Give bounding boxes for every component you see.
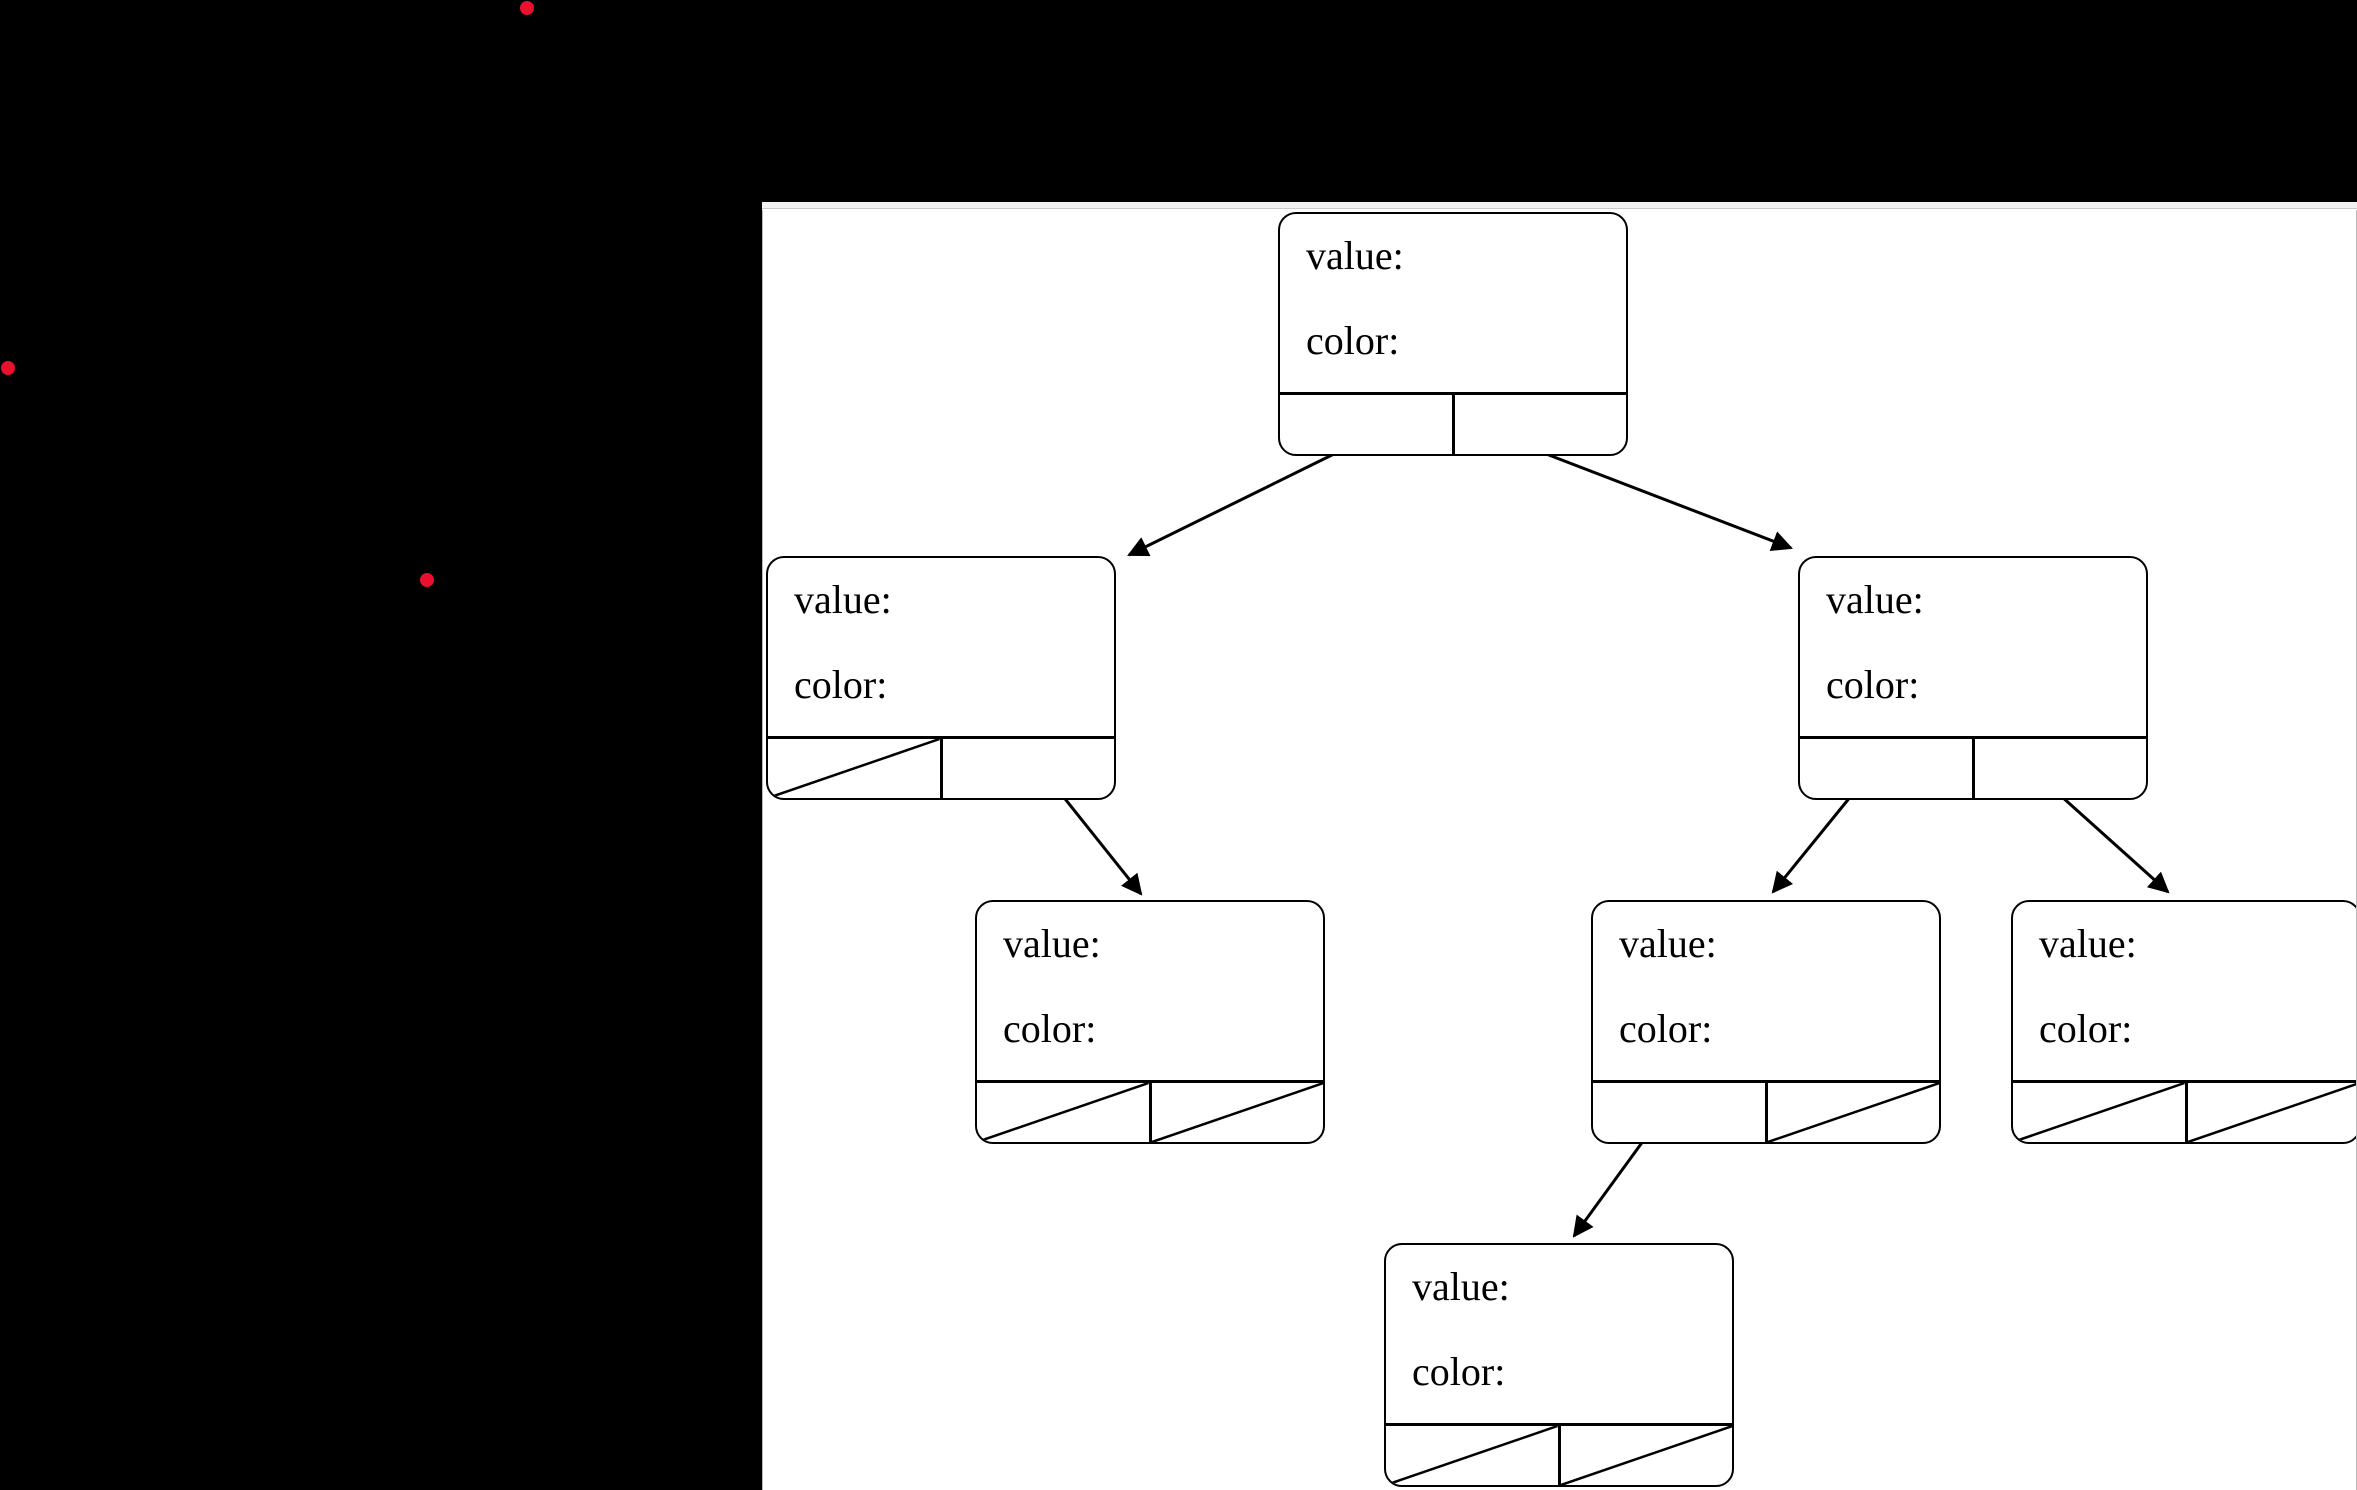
node-fields: value: color:	[1386, 1245, 1732, 1427]
node-pointer-row	[768, 736, 1114, 798]
node-pointer-right-null[interactable]	[1148, 1083, 1324, 1142]
node-pointer-left-null[interactable]	[1386, 1426, 1558, 1485]
tree-node-root[interactable]: value: color:	[1278, 212, 1628, 456]
marker-dot-middle	[420, 573, 434, 587]
node-pointer-left-null[interactable]	[977, 1083, 1149, 1142]
node-pointer-row	[977, 1080, 1323, 1142]
marker-dot-top	[520, 1, 534, 15]
tree-node-left[interactable]: value: color:	[766, 556, 1116, 800]
null-pointer-slash-icon	[977, 1083, 1149, 1142]
node-value-label: value:	[1306, 233, 1404, 278]
tree-node-left-right[interactable]: value: color:	[975, 900, 1325, 1144]
edge-right-left	[1771, 795, 1853, 894]
node-pointer-row	[1280, 392, 1626, 454]
node-pointer-right-null[interactable]	[1557, 1426, 1733, 1485]
node-color-label: color:	[1412, 1349, 1506, 1394]
node-value-label: value:	[1412, 1264, 1510, 1309]
node-fields: value: color:	[1280, 214, 1626, 396]
panel-titlebar	[762, 202, 2357, 209]
node-value-label: value:	[1003, 921, 1101, 966]
node-pointer-row	[2013, 1080, 2357, 1142]
node-fields: value: color:	[977, 902, 1323, 1084]
node-color-label: color:	[1619, 1006, 1713, 1051]
node-pointer-right-link[interactable]	[939, 739, 1115, 798]
node-value-label: value:	[1826, 577, 1924, 622]
tree-node-right[interactable]: value: color:	[1798, 556, 2148, 800]
node-value-label: value:	[794, 577, 892, 622]
node-value-label: value:	[2039, 921, 2137, 966]
node-pointer-left-link[interactable]	[1593, 1083, 1765, 1142]
node-pointer-left-link[interactable]	[1280, 395, 1452, 454]
node-pointer-right-link[interactable]	[1451, 395, 1627, 454]
marker-dot-left	[1, 361, 15, 375]
edge-right-right	[2059, 794, 2170, 894]
node-color-label: color:	[794, 662, 888, 707]
node-pointer-row	[1800, 736, 2146, 798]
node-fields: value: color:	[1800, 558, 2146, 740]
node-pointer-row	[1593, 1080, 1939, 1142]
tree-node-right-right[interactable]: value: color:	[2011, 900, 2357, 1144]
tree-node-deep[interactable]: value: color:	[1384, 1243, 1734, 1487]
edge-root-right	[1540, 450, 1793, 552]
node-color-label: color:	[1306, 318, 1400, 363]
null-pointer-slash-icon	[2188, 1083, 2357, 1142]
null-pointer-slash-icon	[1768, 1083, 1940, 1142]
node-pointer-right-link[interactable]	[1971, 739, 2147, 798]
node-fields: value: color:	[1593, 902, 1939, 1084]
panel-body: value:color:value:color:value:color:valu…	[762, 210, 2357, 1490]
node-color-label: color:	[1826, 662, 1920, 707]
node-pointer-row	[1386, 1423, 1732, 1485]
node-color-label: color:	[2039, 1006, 2133, 1051]
null-pointer-slash-icon	[1561, 1426, 1733, 1485]
node-pointer-left-null[interactable]	[768, 739, 940, 798]
node-color-label: color:	[1003, 1006, 1097, 1051]
null-pointer-slash-icon	[2013, 1083, 2185, 1142]
node-pointer-left-null[interactable]	[2013, 1083, 2185, 1142]
null-pointer-slash-icon	[768, 739, 940, 798]
node-value-label: value:	[1619, 921, 1717, 966]
document-panel[interactable]: value:color:value:color:value:color:valu…	[762, 202, 2357, 1490]
node-pointer-right-null[interactable]	[2184, 1083, 2357, 1142]
node-pointer-right-null[interactable]	[1764, 1083, 1940, 1142]
node-pointer-left-link[interactable]	[1800, 739, 1972, 798]
edge-root-left	[1127, 450, 1339, 557]
null-pointer-slash-icon	[1386, 1426, 1558, 1485]
tree-node-right-left[interactable]: value: color:	[1591, 900, 1941, 1144]
null-pointer-slash-icon	[1152, 1083, 1324, 1142]
node-fields: value: color:	[768, 558, 1114, 740]
node-fields: value: color:	[2013, 902, 2356, 1084]
